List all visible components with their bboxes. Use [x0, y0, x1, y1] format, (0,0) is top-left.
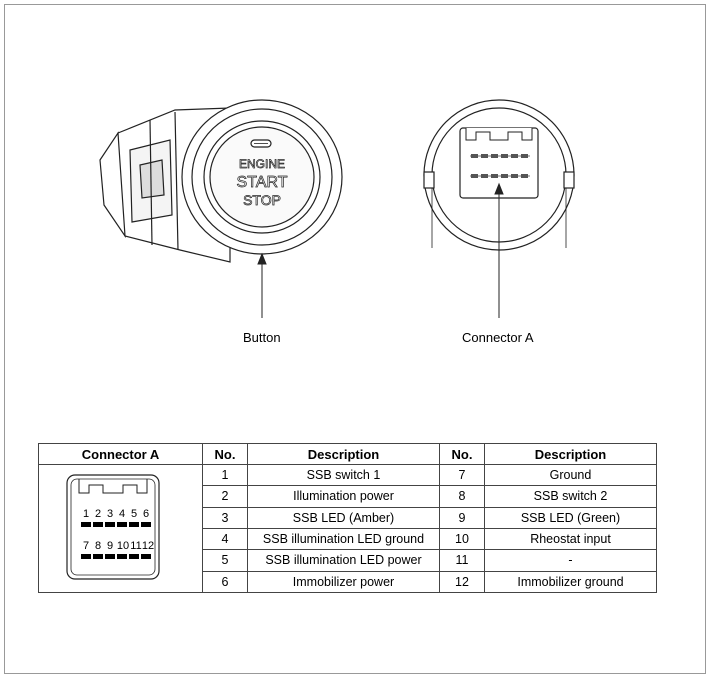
pin-label-12: 12 — [142, 540, 154, 552]
connector-leader — [494, 182, 504, 318]
connector-a-pinout: 1 2 3 4 5 6 7 8 9 10 11 12 — [66, 474, 160, 580]
pin-no-10: 10 — [439, 527, 485, 551]
table-row: 3 SSB LED (Amber) 9 SSB LED (Green) — [39, 506, 657, 529]
pin-label-5: 5 — [131, 508, 137, 520]
header-description-2: Description — [484, 443, 657, 465]
table-row: 6 Immobilizer power 12 Immobilizer groun… — [39, 570, 657, 594]
connector-a-pinout-cell: 1 2 3 4 5 6 7 8 9 10 11 12 — [38, 464, 203, 593]
button-face-line-3: STOP — [243, 192, 281, 208]
pin-no-4: 4 — [202, 527, 248, 551]
pin-table: Connector A No. Description No. Descript… — [38, 443, 657, 594]
header-no-1: No. — [202, 443, 248, 465]
pin-desc-2: Illumination power — [247, 485, 440, 508]
pin-label-1: 1 — [83, 508, 89, 520]
button-face-text: ENGINE START STOP — [236, 157, 288, 209]
pin-no-5: 5 — [202, 549, 248, 572]
pin-desc-10: Rheostat input — [484, 527, 657, 551]
pin-label-6: 6 — [143, 508, 149, 520]
pin-no-11: 11 — [439, 549, 485, 572]
pin-no-12: 12 — [439, 570, 485, 594]
button-leader — [257, 252, 267, 318]
button-face-line-2: START — [237, 174, 288, 191]
pin-label-3: 3 — [107, 508, 113, 520]
page-frame — [4, 4, 706, 674]
pin-marks — [81, 522, 151, 559]
pin-desc-7: Ground — [484, 463, 657, 487]
header-connector: Connector A — [38, 443, 203, 465]
table-row: 2 Illumination power 8 SSB switch 2 — [39, 485, 657, 508]
component-illustration: ENGINE START STOP — [99, 99, 575, 318]
header-description-1: Description — [247, 443, 440, 465]
pin-label-8: 8 — [95, 540, 101, 552]
pin-label-11: 11 — [130, 540, 141, 552]
pin-label-2: 2 — [95, 508, 101, 520]
table-row: 5 SSB illumination LED power 11 - — [39, 549, 657, 572]
pin-desc-1: SSB switch 1 — [247, 463, 440, 487]
button-face-line-1: ENGINE — [239, 157, 285, 171]
pin-desc-11: - — [484, 549, 657, 572]
pin-desc-5: SSB illumination LED power — [247, 549, 440, 572]
pin-no-8: 8 — [439, 485, 485, 508]
connector-caption: Connector A — [462, 330, 534, 345]
table-row: 1 2 3 4 5 6 7 8 9 10 11 12 — [38, 463, 657, 593]
table-header-row: Connector A No. Description No. Descript… — [38, 443, 657, 465]
pin-label-7: 7 — [83, 540, 89, 552]
pin-no-9: 9 — [439, 506, 485, 529]
pin-desc-4: SSB illumination LED ground — [247, 527, 440, 551]
pin-desc-6: Immobilizer power — [247, 570, 440, 594]
pin-no-6: 6 — [202, 570, 248, 594]
pin-label-4: 4 — [119, 508, 125, 520]
pin-no-1: 1 — [202, 463, 248, 487]
button-caption: Button — [243, 330, 281, 345]
pin-no-3: 3 — [202, 506, 248, 529]
connector-a-illustration — [423, 99, 575, 251]
pin-desc-12: Immobilizer ground — [484, 570, 657, 594]
button-illustration — [99, 99, 343, 263]
pin-desc-3: SSB LED (Amber) — [247, 506, 440, 529]
header-no-2: No. — [439, 443, 485, 465]
pin-label-9: 9 — [107, 540, 113, 552]
pin-desc-8: SSB switch 2 — [484, 485, 657, 508]
pin-no-2: 2 — [202, 485, 248, 508]
pin-desc-9: SSB LED (Green) — [484, 506, 657, 529]
pin-label-10: 10 — [117, 540, 129, 552]
pin-no-7: 7 — [439, 463, 485, 487]
